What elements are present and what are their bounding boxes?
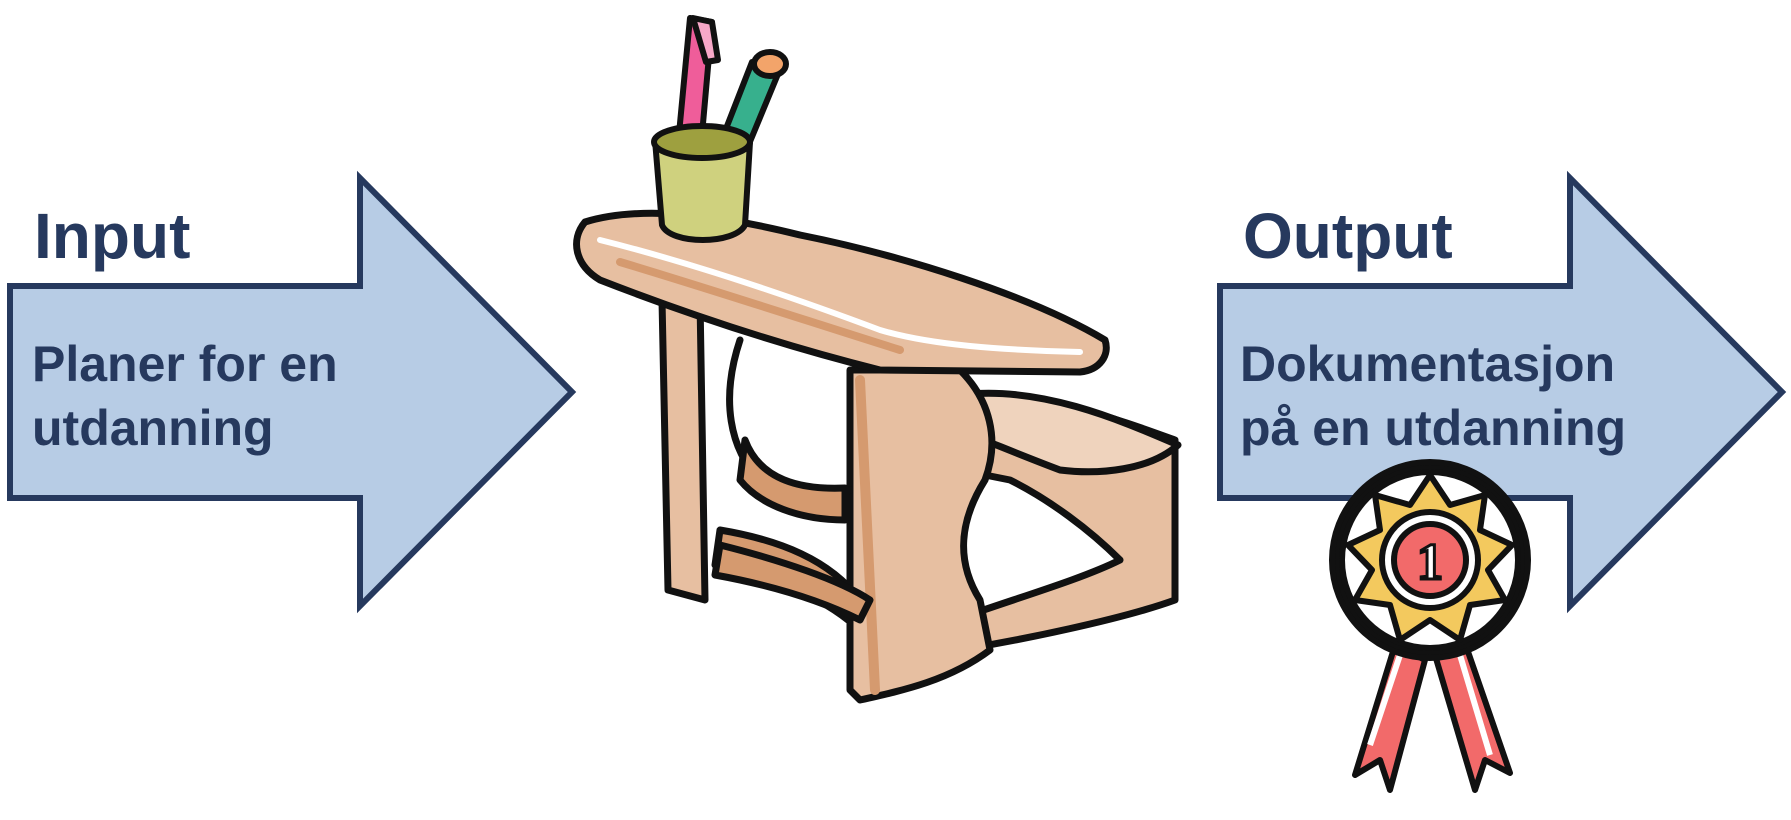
pencil-cup-icon: [654, 18, 786, 240]
rosette-number: 1: [1417, 534, 1443, 591]
award-rosette-icon: 1: [1300, 455, 1560, 815]
